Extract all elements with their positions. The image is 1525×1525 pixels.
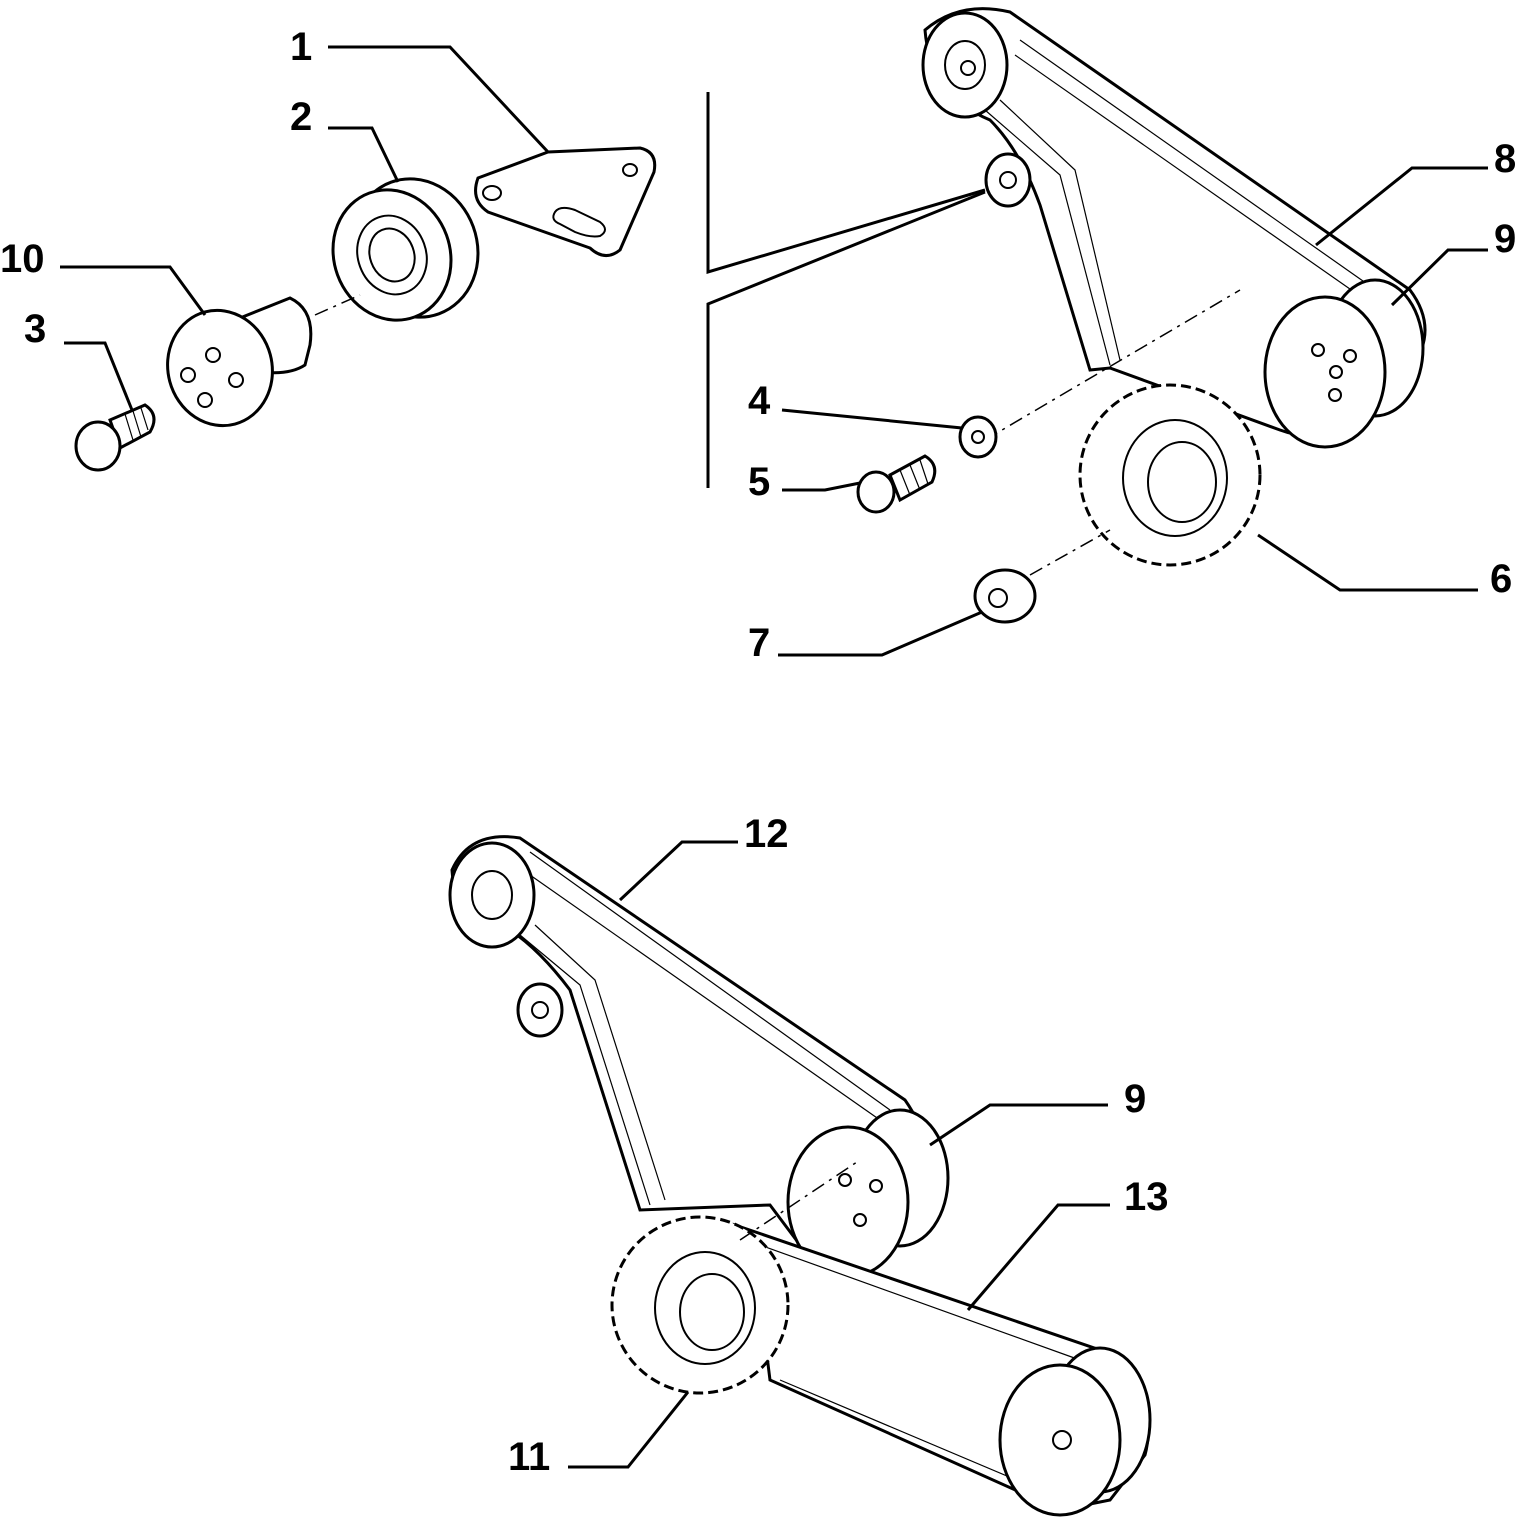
callout-2: 2 [290, 95, 312, 139]
idler-roller-lower [516, 982, 564, 1038]
crankshaft-bolt-nut [973, 568, 1037, 624]
camshaft-pulley-lower [448, 841, 536, 949]
water-pump-pulley-lower [786, 1108, 950, 1279]
screw [856, 454, 937, 514]
callout-4: 4 [748, 379, 771, 423]
callout-13: 13 [1124, 1175, 1169, 1219]
callout-6: 6 [1490, 557, 1512, 601]
tensioner-bolt [74, 403, 156, 472]
callout-3: 3 [24, 307, 46, 351]
water-pump-pulley-upper [1263, 278, 1425, 449]
washer [958, 415, 998, 459]
callout-5: 5 [748, 460, 770, 504]
tensioner-bracket [474, 146, 657, 257]
eccentric-hub [166, 296, 313, 428]
callout-9-lower: 9 [1124, 1077, 1146, 1121]
idler-roller-upper [984, 152, 1032, 208]
crankshaft-sprocket-upper [1078, 383, 1262, 567]
tensioner-axis-line [314, 294, 361, 316]
crankshaft-axis-upper [984, 289, 1241, 441]
leader-lines [60, 45, 1488, 1469]
crankshaft-sprocket-lower [610, 1215, 790, 1395]
callout-9-upper: 9 [1494, 217, 1516, 261]
callout-8: 8 [1494, 137, 1516, 181]
callout-7: 7 [748, 621, 770, 665]
callout-10: 10 [0, 237, 45, 281]
auxiliary-pulley [998, 1346, 1152, 1517]
crankshaft-axis-lower [739, 1159, 861, 1241]
callout-12: 12 [744, 812, 789, 856]
reference-bracket-lines [706, 92, 986, 488]
callout-labels: 1 2 10 3 4 5 7 8 9 6 12 9 13 11 [0, 25, 1516, 1479]
callout-1: 1 [290, 25, 312, 69]
callout-11: 11 [508, 1435, 550, 1479]
tensioner-pulley [331, 177, 480, 322]
crankshaft-bolt-axis [1029, 529, 1111, 576]
camshaft-pulley-upper [921, 11, 1009, 119]
